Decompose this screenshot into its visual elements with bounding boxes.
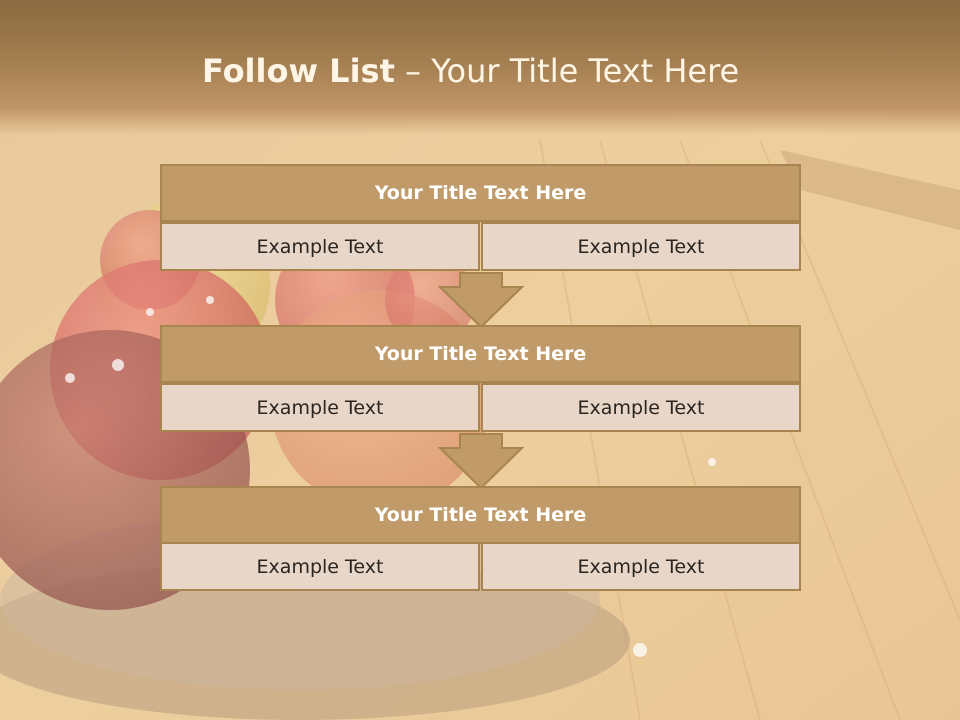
step-row-2: Example Text Example Text	[160, 383, 801, 432]
step-title-3: Your Title Text Here	[160, 486, 801, 544]
step-2-left-cell: Example Text	[160, 383, 480, 432]
step-3-left-cell: Example Text	[160, 542, 480, 591]
slide-title-bold: Follow List	[202, 52, 395, 90]
step-title-1: Your Title Text Here	[160, 164, 801, 222]
step-row-3: Example Text Example Text	[160, 542, 801, 591]
slide-title: Follow List – Your Title Text Here	[0, 52, 960, 102]
step-1-right-cell: Example Text	[481, 222, 801, 271]
step-3-right-cell: Example Text	[481, 542, 801, 591]
slide-title-rest: – Your Title Text Here	[394, 52, 740, 90]
step-2-right-cell: Example Text	[481, 383, 801, 432]
step-row-1: Example Text Example Text	[160, 222, 801, 271]
header-band	[0, 0, 960, 135]
down-arrow-icon	[438, 433, 524, 489]
step-title-2: Your Title Text Here	[160, 325, 801, 383]
down-arrow-icon	[438, 272, 524, 328]
step-1-left-cell: Example Text	[160, 222, 480, 271]
